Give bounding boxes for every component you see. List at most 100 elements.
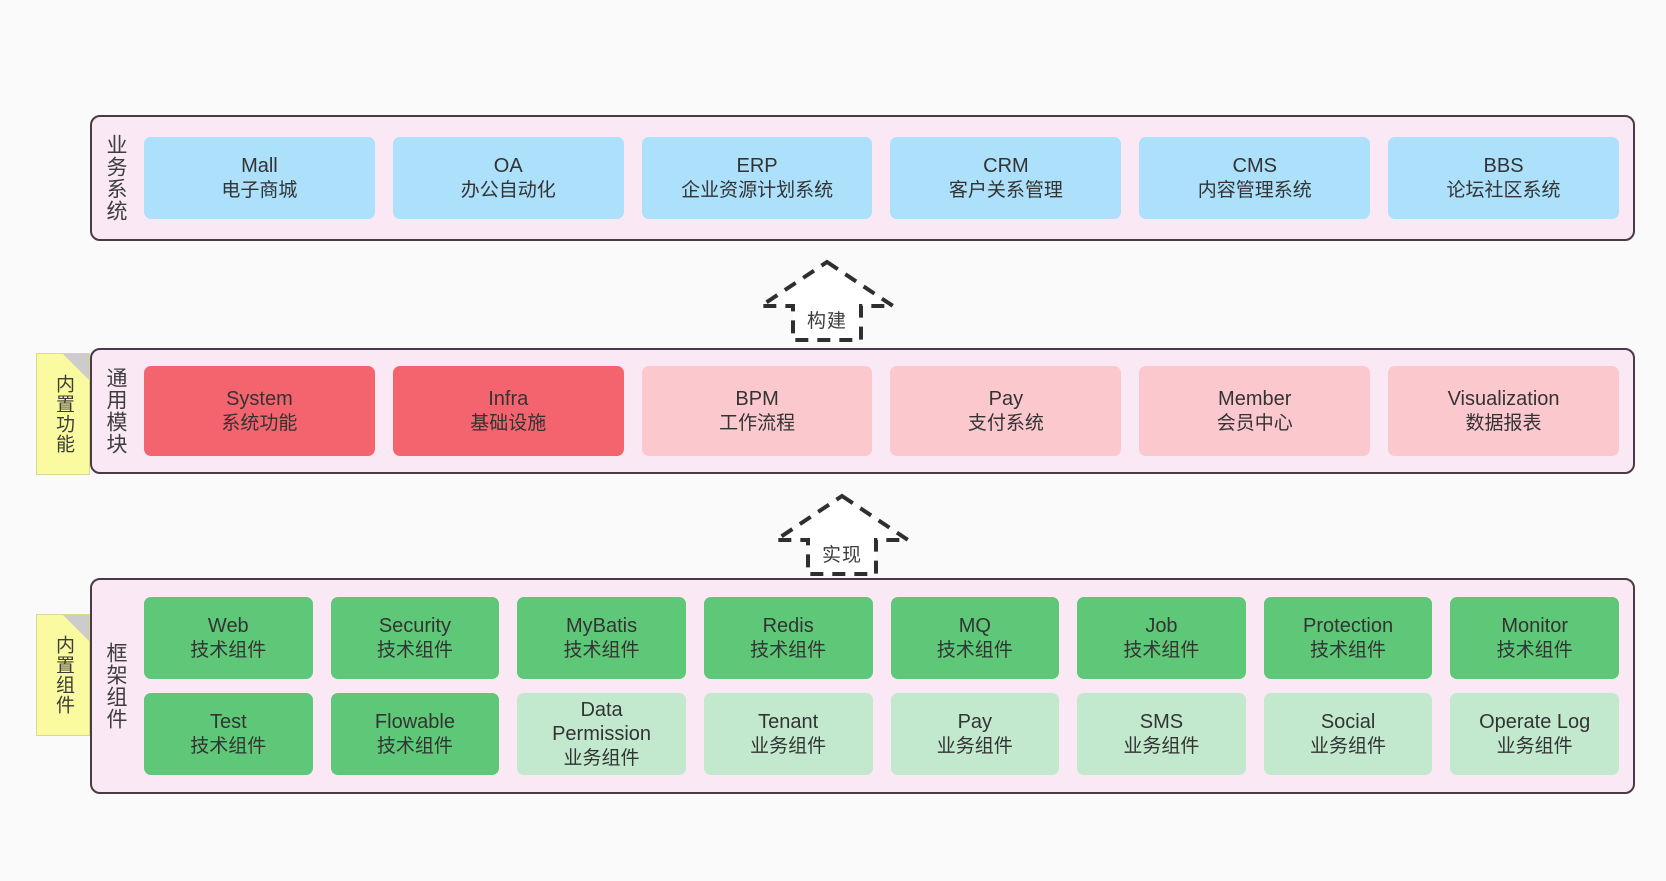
card-bpm[interactable]: BPM 工作流程 xyxy=(641,366,873,456)
card-title: Job xyxy=(1145,615,1178,638)
card-data-permission[interactable]: Data Permission 业务组件 xyxy=(517,693,686,775)
sticky-note-label: 内置功能 xyxy=(53,374,75,454)
card-subtitle: 会员中心 xyxy=(1216,412,1293,434)
arrow-implement-label: 实现 xyxy=(821,545,862,566)
card-member[interactable]: Member 会员中心 xyxy=(1139,366,1371,456)
card-monitor[interactable]: Monitor 技术组件 xyxy=(1450,597,1619,679)
card-row: Test 技术组件 Flowable 技术组件 Data Permission … xyxy=(144,693,1619,775)
card-subtitle: 技术组件 xyxy=(376,735,453,757)
card-title: MQ xyxy=(958,615,991,638)
card-title: OA xyxy=(493,155,523,178)
card-subtitle: 业务组件 xyxy=(750,735,827,757)
card-title: Tenant xyxy=(758,711,819,734)
card-mall[interactable]: Mall 电子商城 xyxy=(144,137,375,219)
card-bbs[interactable]: BBS 论坛社区系统 xyxy=(1388,137,1619,219)
card-pay-business[interactable]: Pay 业务组件 xyxy=(890,693,1060,775)
card-infra[interactable]: Infra 基础设施 xyxy=(392,366,624,456)
card-subtitle: 业务组件 xyxy=(936,735,1013,757)
layer-body-framework-component: Web 技术组件 Security 技术组件 MyBatis 技术组件 Redi… xyxy=(138,580,1633,792)
card-title: Social xyxy=(1320,711,1376,734)
layer-business-system: 业务系统 Mall 电子商城 OA 办公自动化 ERP 企业资源计划系统 CRM… xyxy=(90,115,1635,241)
card-title: Mall xyxy=(241,155,278,178)
card-title: ERP xyxy=(736,155,778,178)
card-subtitle: 技术组件 xyxy=(750,639,827,661)
card-subtitle: 技术组件 xyxy=(563,639,640,661)
card-redis[interactable]: Redis 技术组件 xyxy=(703,597,873,679)
card-erp[interactable]: ERP 企业资源计划系统 xyxy=(641,137,873,219)
card-subtitle: 技术组件 xyxy=(376,639,453,661)
card-system[interactable]: System 系统功能 xyxy=(144,366,375,456)
sticky-note-label: 内置组件 xyxy=(53,635,75,715)
card-pay[interactable]: Pay 支付系统 xyxy=(890,366,1122,456)
card-title: Protection xyxy=(1303,615,1394,638)
card-subtitle: 业务组件 xyxy=(563,747,640,769)
layer-title-common-module: 通用模块 xyxy=(103,367,127,455)
card-subtitle: 论坛社区系统 xyxy=(1446,179,1561,201)
card-subtitle: 技术组件 xyxy=(1123,639,1200,661)
card-title: CMS xyxy=(1232,155,1277,178)
card-visualization[interactable]: Visualization 数据报表 xyxy=(1388,366,1619,456)
card-social[interactable]: Social 业务组件 xyxy=(1263,693,1433,775)
card-test[interactable]: Test 技术组件 xyxy=(144,693,313,775)
card-crm[interactable]: CRM 客户关系管理 xyxy=(890,137,1122,219)
card-title: Visualization xyxy=(1447,388,1560,411)
card-row: Mall 电子商城 OA 办公自动化 ERP 企业资源计划系统 CRM 客户关系… xyxy=(144,137,1619,219)
layer-body-business-system: Mall 电子商城 OA 办公自动化 ERP 企业资源计划系统 CRM 客户关系… xyxy=(138,117,1633,239)
card-sms[interactable]: SMS 业务组件 xyxy=(1077,693,1246,775)
card-title: CRM xyxy=(983,155,1029,178)
card-flowable[interactable]: Flowable 技术组件 xyxy=(330,693,500,775)
card-title: Member xyxy=(1218,388,1292,411)
card-title: BPM xyxy=(735,388,779,411)
layer-body-common-module: System 系统功能 Infra 基础设施 BPM 工作流程 Pay 支付系统… xyxy=(138,350,1633,472)
card-subtitle: 办公自动化 xyxy=(460,179,556,201)
card-subtitle: 数据报表 xyxy=(1465,412,1542,434)
card-subtitle: 业务组件 xyxy=(1123,735,1200,757)
card-subtitle: 系统功能 xyxy=(221,412,298,434)
card-subtitle: 支付系统 xyxy=(967,412,1044,434)
sticky-fold-corner xyxy=(63,354,89,380)
sticky-fold-corner xyxy=(63,615,89,641)
card-subtitle: 技术组件 xyxy=(1310,639,1387,661)
card-security[interactable]: Security 技术组件 xyxy=(330,597,500,679)
card-title: Pay xyxy=(988,388,1024,411)
sticky-note-builtin-components: 内置组件 xyxy=(36,614,90,736)
card-title: Monitor xyxy=(1501,615,1569,638)
card-oa[interactable]: OA 办公自动化 xyxy=(392,137,624,219)
card-protection[interactable]: Protection 技术组件 xyxy=(1263,597,1433,679)
card-row: System 系统功能 Infra 基础设施 BPM 工作流程 Pay 支付系统… xyxy=(144,366,1619,456)
sticky-note-builtin-features: 内置功能 xyxy=(36,353,90,475)
card-mq[interactable]: MQ 技术组件 xyxy=(890,597,1060,679)
card-subtitle: 工作流程 xyxy=(719,412,796,434)
card-title: Operate Log xyxy=(1479,711,1591,734)
card-subtitle: 内容管理系统 xyxy=(1197,179,1312,201)
arrow-implement: 实现 xyxy=(772,492,912,578)
card-web[interactable]: Web 技术组件 xyxy=(144,597,313,679)
card-subtitle: 电子商城 xyxy=(221,179,298,201)
card-subtitle: 业务组件 xyxy=(1310,735,1387,757)
card-subtitle: 技术组件 xyxy=(1496,639,1573,661)
card-tenant[interactable]: Tenant 业务组件 xyxy=(703,693,873,775)
card-subtitle: 客户关系管理 xyxy=(948,179,1063,201)
card-title: Data Permission xyxy=(552,699,652,746)
arrow-build: 构建 xyxy=(757,258,897,344)
arrow-build-label: 构建 xyxy=(806,311,847,332)
card-title: Security xyxy=(378,615,452,638)
card-title: Web xyxy=(207,615,249,638)
card-operate-log[interactable]: Operate Log 业务组件 xyxy=(1450,693,1619,775)
arrow-build-shape xyxy=(757,259,897,342)
card-title: Test xyxy=(209,711,247,734)
arrow-implement-shape xyxy=(772,493,912,576)
card-subtitle: 企业资源计划系统 xyxy=(681,179,834,201)
card-title: Infra xyxy=(488,388,529,411)
card-subtitle: 技术组件 xyxy=(190,735,267,757)
card-mybatis[interactable]: MyBatis 技术组件 xyxy=(517,597,686,679)
card-job[interactable]: Job 技术组件 xyxy=(1077,597,1246,679)
card-title: SMS xyxy=(1139,711,1184,734)
card-subtitle: 基础设施 xyxy=(470,412,547,434)
layer-common-module: 通用模块 System 系统功能 Infra 基础设施 BPM 工作流程 Pay… xyxy=(90,348,1635,474)
card-cms[interactable]: CMS 内容管理系统 xyxy=(1139,137,1371,219)
layer-title-business-system: 业务系统 xyxy=(103,134,127,222)
layer-title-framework-component: 框架组件 xyxy=(103,642,127,730)
card-title: MyBatis xyxy=(566,615,638,638)
